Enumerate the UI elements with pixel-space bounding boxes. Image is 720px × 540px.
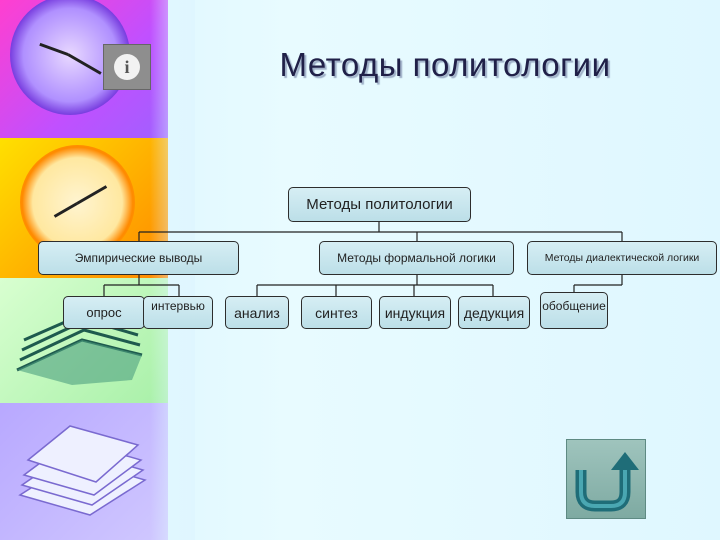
leaf-node-induction: индукция <box>379 296 451 329</box>
return-button[interactable] <box>566 439 646 519</box>
leaf-node-survey: опрос <box>63 296 145 329</box>
info-button[interactable]: i <box>103 44 151 90</box>
leaf-node-generalization: обобщение <box>540 292 608 329</box>
leaf-node-synthesis: синтез <box>301 296 372 329</box>
leaf-node-deduction: дедукция <box>458 296 530 329</box>
leaf-node-analysis: анализ <box>225 296 289 329</box>
group-node-dialectical-logic: Методы диалектической логики <box>527 241 717 275</box>
orange-clock-image <box>20 145 135 260</box>
purple-books-image <box>18 425 147 516</box>
root-node: Методы политологии <box>288 187 471 222</box>
group-node-empirical: Эмпирические выводы <box>38 241 239 275</box>
group-node-formal-logic: Методы формальной логики <box>319 241 514 275</box>
slide-title: Методы политологии <box>279 46 611 83</box>
leaf-node-interview: интервью <box>143 296 213 329</box>
return-arrow-icon <box>575 452 639 512</box>
info-icon: i <box>114 54 140 80</box>
